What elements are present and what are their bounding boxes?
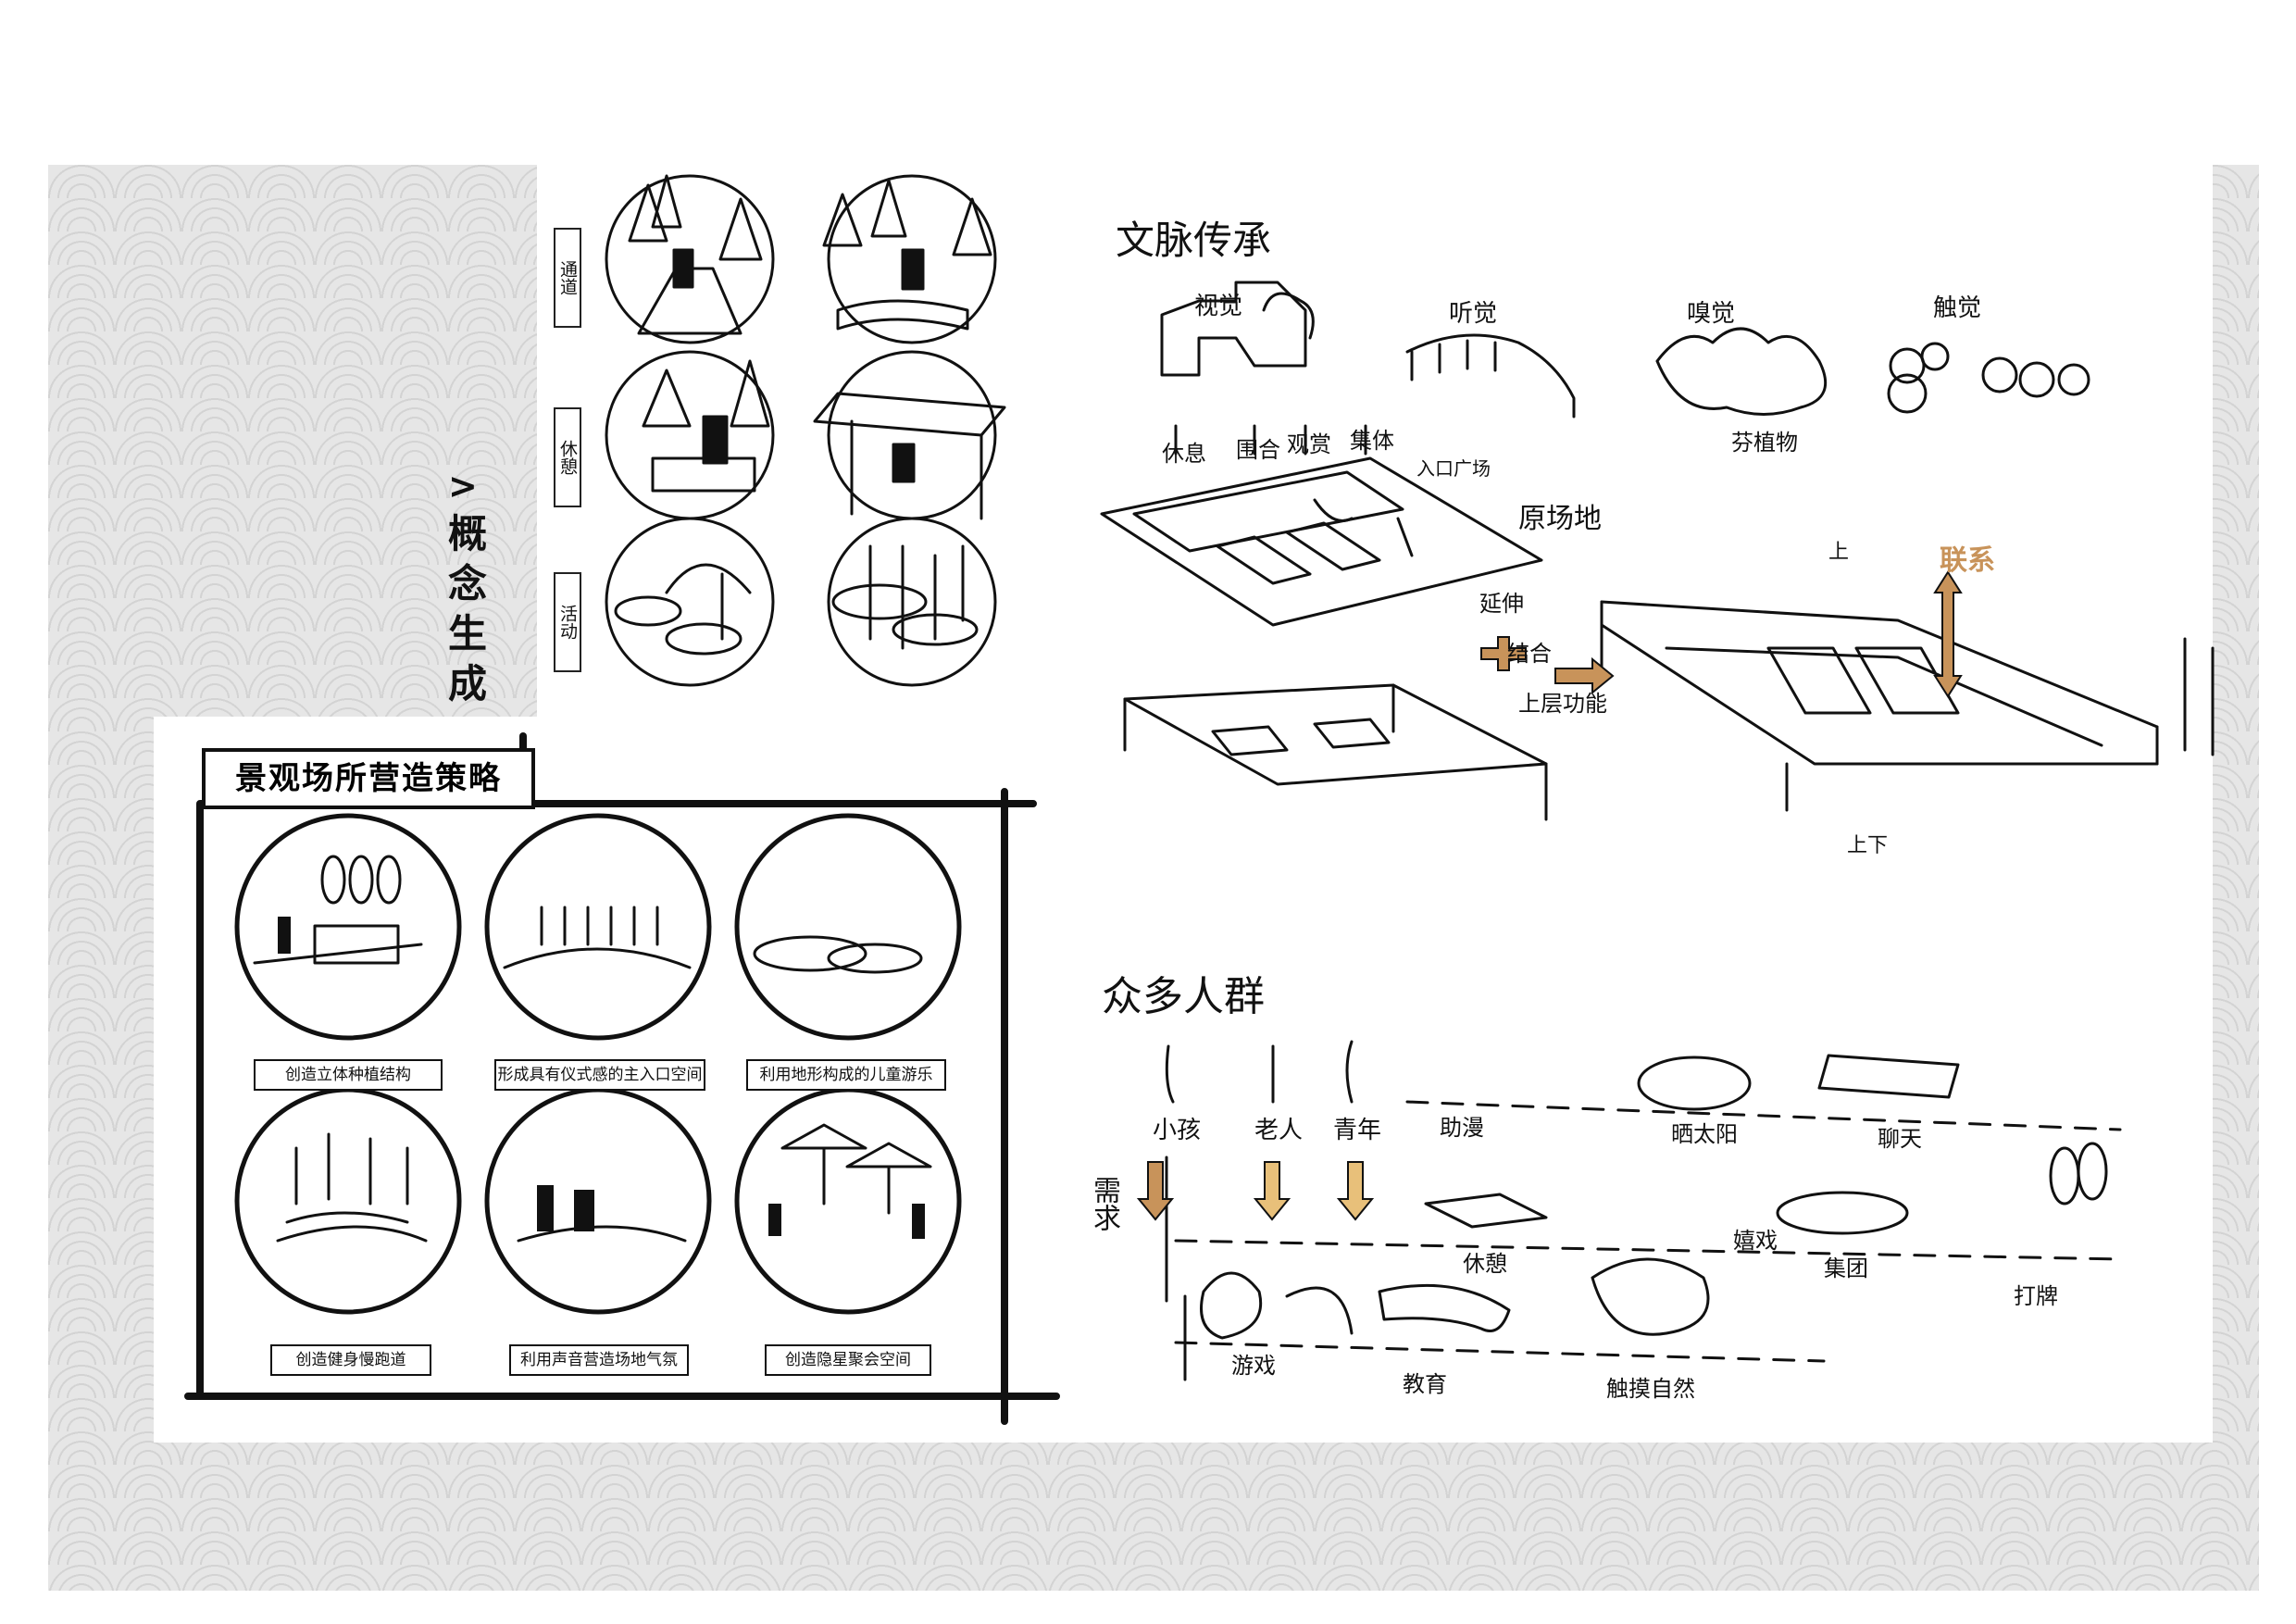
strategy-caption-4: 创造健身慢跑道 — [270, 1344, 431, 1376]
need-stroll: 助漫 — [1440, 1115, 1484, 1141]
strategy-circle-details — [253, 855, 932, 1243]
strategy-caption-2: 形成具有仪式感的主入口空间 — [494, 1059, 705, 1091]
sense-hearing: 听觉 — [1449, 300, 1498, 328]
title-char-2: 念 — [448, 561, 488, 606]
sketch-senses — [1160, 281, 2090, 418]
function-view: 观赏 — [1287, 431, 1331, 457]
sense-visual: 视觉 — [1194, 293, 1243, 320]
need-play: 嬉戏 — [1733, 1228, 1778, 1254]
extend-label: 延伸 — [1479, 591, 1524, 617]
culture-title: 文脉传承 — [1116, 218, 1272, 263]
need-cards: 打牌 — [2014, 1283, 2058, 1309]
needs-label: 需求 — [1088, 1176, 1120, 1231]
sketch-activity-1 — [605, 517, 775, 687]
down-label: 上下 — [1847, 834, 1889, 857]
up-label: 上 — [1828, 541, 1850, 564]
link-label: 联系 — [1940, 544, 1995, 577]
title-char-3: 生 — [448, 611, 488, 656]
sketch-site-plate — [1100, 456, 1543, 627]
strategy-caption-5: 利用声音营造场地气氛 — [509, 1344, 689, 1376]
need-chat: 聊天 — [1878, 1126, 1922, 1152]
label-activity: 活动 — [554, 572, 581, 672]
title-marker: > — [448, 466, 478, 506]
strategy-caption-6: 创造隐星聚会空间 — [765, 1344, 931, 1376]
group-elder: 老人 — [1254, 1117, 1304, 1144]
concept-title: > 概 念 生 成 — [448, 468, 504, 709]
group-child: 小孩 — [1153, 1117, 1202, 1144]
strategy-figures — [278, 917, 925, 1239]
sketch-rest-2 — [813, 350, 1006, 520]
function-group: 集体 — [1350, 428, 1394, 454]
label-passage: 通道 — [554, 228, 581, 328]
label-rest: 休憩 — [554, 407, 581, 507]
function-enclose: 围合 — [1236, 437, 1280, 463]
sketch-passage-1 — [605, 174, 775, 344]
site-label: 原场地 — [1518, 503, 1602, 535]
sketch-combined-block — [1600, 600, 2215, 812]
sketch-rest-1 — [605, 350, 775, 520]
strategy-caption-1: 创造立体种植结构 — [254, 1059, 443, 1091]
sense-touch: 触觉 — [1933, 294, 1982, 322]
title-char-1: 概 — [448, 511, 488, 556]
function-entrance: 入口广场 — [1416, 457, 1491, 480]
function-rest: 休息 — [1162, 441, 1206, 467]
need-gather: 集团 — [1824, 1255, 1868, 1281]
sketch-activity-2 — [827, 517, 997, 687]
right-sketch-panel — [1018, 165, 2213, 1443]
sketch-upper-plate — [1123, 683, 1548, 821]
title-char-4: 成 — [448, 661, 488, 706]
strategy-title: 景观场所营造策略 — [202, 748, 535, 809]
people-title: 众多人群 — [1102, 973, 1265, 1020]
need-education: 教育 — [1403, 1371, 1447, 1397]
combine-label: 结合 — [1507, 641, 1552, 667]
need-rest: 休憩 — [1463, 1251, 1507, 1277]
need-sunbathe: 晒太阳 — [1671, 1121, 1738, 1147]
sense-smell: 嗅觉 — [1687, 300, 1736, 328]
sketch-people-flows — [1165, 1040, 2122, 1381]
need-touch-nature: 触摸自然 — [1606, 1376, 1695, 1402]
upper-function-label: 上层功能 — [1518, 691, 1607, 717]
strategy-caption-3: 利用地形构成的儿童游乐 — [746, 1059, 946, 1091]
group-youth: 青年 — [1333, 1117, 1382, 1144]
sense-note-plants: 芬植物 — [1731, 430, 1798, 456]
sketch-passage-2 — [822, 174, 997, 344]
need-game: 游戏 — [1231, 1353, 1276, 1379]
